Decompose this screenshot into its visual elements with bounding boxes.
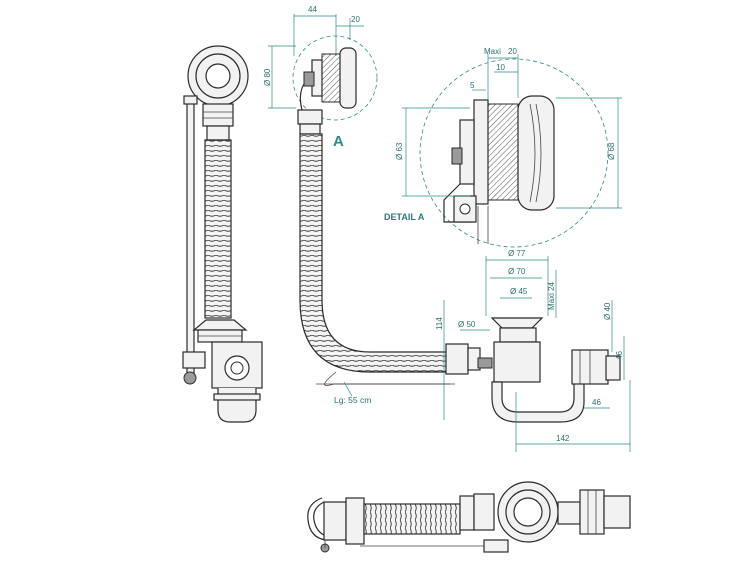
waste-plug (192, 319, 248, 331)
detail-a-magnified-circle (419, 58, 609, 248)
dim-142: 142 (556, 434, 570, 443)
plan-outlet (603, 495, 631, 529)
hose-length-label: Lg: 55 cm (334, 395, 371, 405)
plan-view (307, 481, 631, 553)
overflow-nut (206, 125, 230, 141)
flex-hose-vertical (204, 139, 232, 319)
dim-80: Ø 80 (263, 68, 272, 86)
dim-50: Ø 50 (458, 320, 476, 329)
waste-body-side (493, 341, 541, 383)
dim-20-top: 20 (351, 15, 360, 24)
dim-5: 5 (470, 81, 475, 90)
maxi-label: Maxi (484, 47, 501, 56)
dim-46-bottom: 46 (592, 398, 601, 407)
flex-hose-side (299, 133, 449, 373)
hose-connector (445, 343, 469, 375)
plan-flex-hose (363, 503, 461, 535)
dim-44: 44 (308, 5, 317, 14)
dim-63: Ø 63 (395, 142, 404, 160)
valve-knob (183, 371, 197, 385)
detail-marker: A (333, 133, 344, 150)
plan-overflow (323, 501, 347, 541)
waste-plug-side (490, 317, 544, 329)
detail-a-circle (292, 35, 378, 121)
side-view: 44 20 Ø 80 A Lg: 55 cm (263, 5, 631, 452)
dim-114: 114 (435, 317, 444, 330)
detail-a: Maxi 20 10 5 Ø 63 Ø 68 DETAIL A (384, 47, 622, 248)
detail-plate (517, 95, 555, 211)
overflow-head-inner (205, 63, 231, 89)
dim-40: Ø 40 (603, 302, 612, 320)
detail-body (485, 103, 519, 201)
dim-10: 10 (496, 63, 505, 72)
dim-70: Ø 70 (508, 267, 526, 276)
overflow-coupling (202, 103, 234, 127)
overflow-side-plate (339, 47, 357, 109)
dim-45: Ø 45 (510, 287, 528, 296)
dim-20-detail: 20 (508, 47, 517, 56)
dim-77: Ø 77 (508, 249, 526, 258)
detail-title: DETAIL A (384, 212, 425, 222)
front-view (182, 45, 263, 423)
dim-46-right: 46 (615, 351, 624, 360)
trap-bend (217, 388, 257, 423)
dim-68: Ø 68 (607, 142, 616, 160)
control-rod (186, 97, 195, 381)
dim-maxi24: Maxi 24 (547, 281, 556, 310)
